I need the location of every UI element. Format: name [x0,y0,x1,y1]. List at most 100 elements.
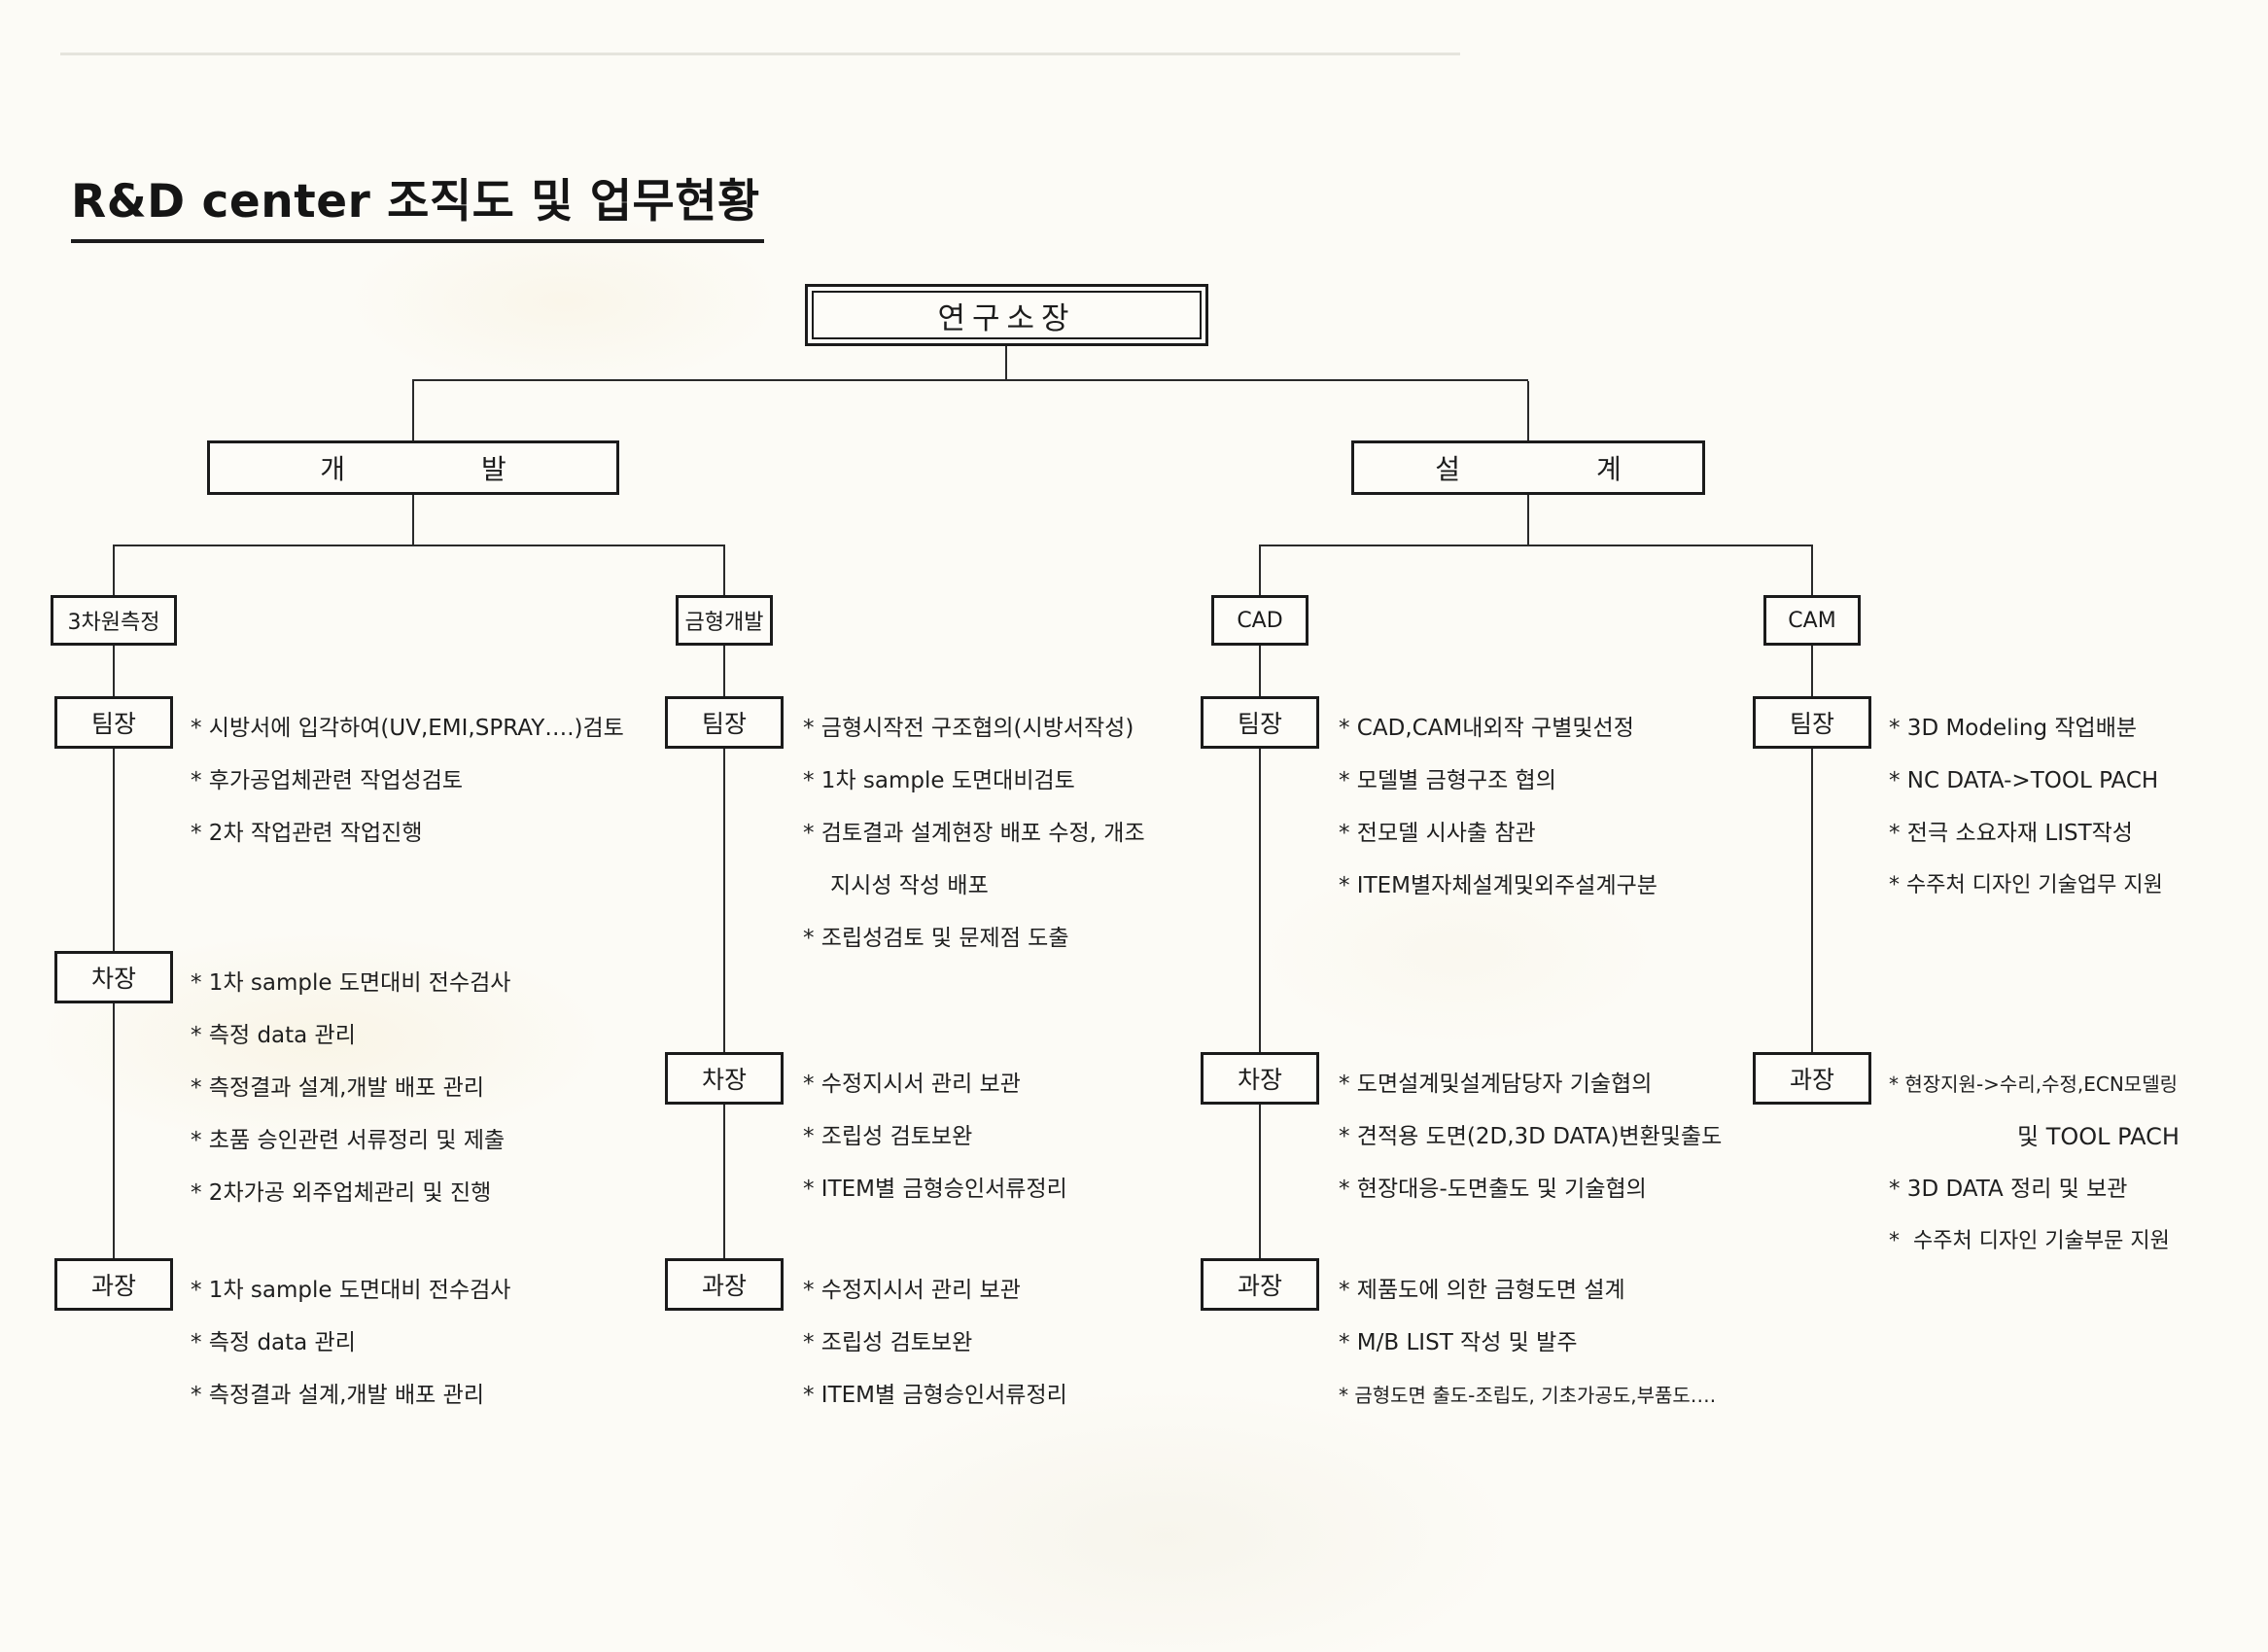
connector-line [723,749,725,1052]
duty-item: * 금형도면 출도-조립도, 기초가공도,부품도…. [1339,1384,1717,1407]
connector-line [723,1105,725,1258]
rank-box-section-chief: 과장 [665,1258,784,1311]
connector-line [1527,495,1529,545]
connector-line [1259,749,1261,1052]
dept-box-cam: CAM [1763,595,1861,646]
duties-list: * 1차 sample 도면대비 전수검사 * 측정 data 관리 * 측정결… [191,957,510,1219]
rank-label: 팀장 [1237,710,1282,738]
dept-box-3d-measurement: 3차원측정 [51,595,177,646]
connector-line [1811,546,1813,595]
duty-item-continuation: 지시성 작성 배포 [830,873,989,898]
rank-box-section-chief: 과장 [1201,1258,1319,1311]
dept-label: CAD [1237,608,1283,633]
duty-item: * 현장지원->수리,수정,ECN모델링 [1889,1072,2179,1096]
duty-item: * 수정지시서 관리 보관 [803,1072,1021,1097]
dept-box-cad: CAD [1211,595,1308,646]
duty-item: * 2차 작업관련 작업진행 [191,821,423,846]
duty-item: * 견적용 도면(2D,3D DATA)변환및출도 [1339,1124,1723,1149]
duty-item: * 3D DATA 정리 및 보관 [1889,1177,2128,1202]
rank-label: 과장 [1237,1272,1282,1300]
dept-label: 3차원측정 [67,611,160,635]
connector-line [1811,749,1813,1052]
duty-item: * 도면설계및설계담당자 기술협의 [1339,1072,1653,1097]
duties-list: * 도면설계및설계담당자 기술협의 * 견적용 도면(2D,3D DATA)변환… [1339,1058,1722,1215]
connector-line [113,1003,115,1258]
duties-list: * 시방서에 입각하여(UV,EMI,SPRAY….)검토 * 후가공업체관련 … [191,702,624,860]
branch-box-design: 설 계 [1351,440,1705,495]
duties-list: * 1차 sample 도면대비 전수검사 * 측정 data 관리 * 측정결… [191,1264,510,1422]
duty-item: * 후가공업체관련 작업성검토 [191,768,464,793]
duty-item: * 1차 sample 도면대비 전수검사 [191,970,511,996]
duty-item: * ITEM별자체설계및외주설계구분 [1339,873,1657,898]
duty-item: * 전극 소요자재 LIST작성 [1889,821,2133,846]
duties-list: * 현장지원->수리,수정,ECN모델링 및 TOOL PACH * 3D DA… [1889,1058,2180,1268]
rank-box-team-leader: 팀장 [1753,696,1871,749]
duty-item: * 조립성 검토보완 [803,1124,973,1149]
duty-item: * 시방서에 입각하여(UV,EMI,SPRAY….)검토 [191,716,624,741]
rank-box-team-leader: 팀장 [54,696,173,749]
rank-box-team-leader: 팀장 [1201,696,1319,749]
duty-item: * 1차 sample 도면대비검토 [803,768,1075,793]
dept-label: 금형개발 [684,611,764,635]
connector-line [412,381,414,440]
duty-item: * 수주처 디자인 기술부문 지원 [1889,1229,2170,1253]
rank-box-section-chief: 과장 [54,1258,173,1311]
duty-item: * ITEM별 금형승인서류정리 [803,1177,1067,1202]
rank-label: 과장 [701,1272,747,1300]
rank-label: 과장 [90,1272,136,1300]
duty-item: * M/B LIST 작성 및 발주 [1339,1330,1578,1355]
connector-line [113,546,115,595]
branch-label: 개 발 [320,453,506,485]
duty-item: * NC DATA->TOOL PACH [1889,768,2159,793]
duty-item: * 초품 승인관련 서류정리 및 제출 [191,1128,506,1153]
duty-item: * 측정 data 관리 [191,1023,356,1048]
connector-line [1811,646,1813,696]
duties-list: * 수정지시서 관리 보관 * 조립성 검토보완 * ITEM별 금형승인서류정… [803,1058,1067,1215]
duty-item: * 조립성 검토보완 [803,1330,973,1355]
duties-list: * 3D Modeling 작업배분 * NC DATA->TOOL PACH … [1889,702,2163,912]
duty-item: * 측정 data 관리 [191,1330,356,1355]
duty-item: * 모델별 금형구조 협의 [1339,768,1556,793]
org-root-label: 연구소장 [812,291,1202,339]
duty-item: * ITEM별 금형승인서류정리 [803,1383,1067,1408]
rank-box-deputy-manager: 차장 [1201,1052,1319,1105]
duty-item: * 2차가공 외주업체관리 및 진행 [191,1180,492,1206]
duty-item: * 제품도에 의한 금형도면 설계 [1339,1278,1625,1303]
duty-item: * 1차 sample 도면대비 전수검사 [191,1278,511,1303]
duty-item-continuation: 및 TOOL PACH [2017,1123,2180,1150]
branch-box-development: 개 발 [207,440,619,495]
branch-label: 설 계 [1435,453,1622,485]
duties-list: * 수정지시서 관리 보관 * 조립성 검토보완 * ITEM별 금형승인서류정… [803,1264,1067,1422]
connector-line [412,379,1528,381]
dept-label: CAM [1788,608,1836,633]
rank-label: 차장 [701,1066,747,1094]
org-root-box: 연구소장 [805,284,1208,346]
connector-line [412,495,414,545]
duty-item: * 현장대응-도면출도 및 기술협의 [1339,1177,1647,1202]
rank-label: 팀장 [1789,710,1834,738]
connector-line [1259,546,1261,595]
rank-label: 차장 [90,965,136,993]
duties-list: * CAD,CAM내외작 구별및선정 * 모델별 금형구조 협의 * 전모델 시… [1339,702,1657,912]
duty-item: * 금형시작전 구조협의(시방서작성) [803,716,1134,741]
duty-item: * 수주처 디자인 기술업무 지원 [1889,873,2163,897]
connector-line [1527,381,1529,440]
duty-item: * 3D Modeling 작업배분 [1889,716,2138,741]
page-title: R&D center 조직도 및 업무현황 [71,163,764,243]
rank-label: 팀장 [701,710,747,738]
connector-line [1259,545,1813,546]
connector-line [1259,1105,1261,1258]
connector-line [1005,346,1007,381]
connector-line [723,546,725,595]
duty-item: * 검토결과 설계현장 배포 수정, 개조 [803,821,1145,846]
duties-list: * 금형시작전 구조협의(시방서작성) * 1차 sample 도면대비검토 *… [803,702,1145,965]
connector-line [113,646,115,696]
connector-line [1259,646,1261,696]
duty-item: * CAD,CAM내외작 구별및선정 [1339,716,1634,741]
duty-item: * 전모델 시사출 참관 [1339,821,1536,846]
connector-line [723,646,725,696]
duty-item: * 수정지시서 관리 보관 [803,1278,1021,1303]
scan-artifact-line [60,53,1460,55]
duty-item: * 측정결과 설계,개발 배포 관리 [191,1383,484,1408]
